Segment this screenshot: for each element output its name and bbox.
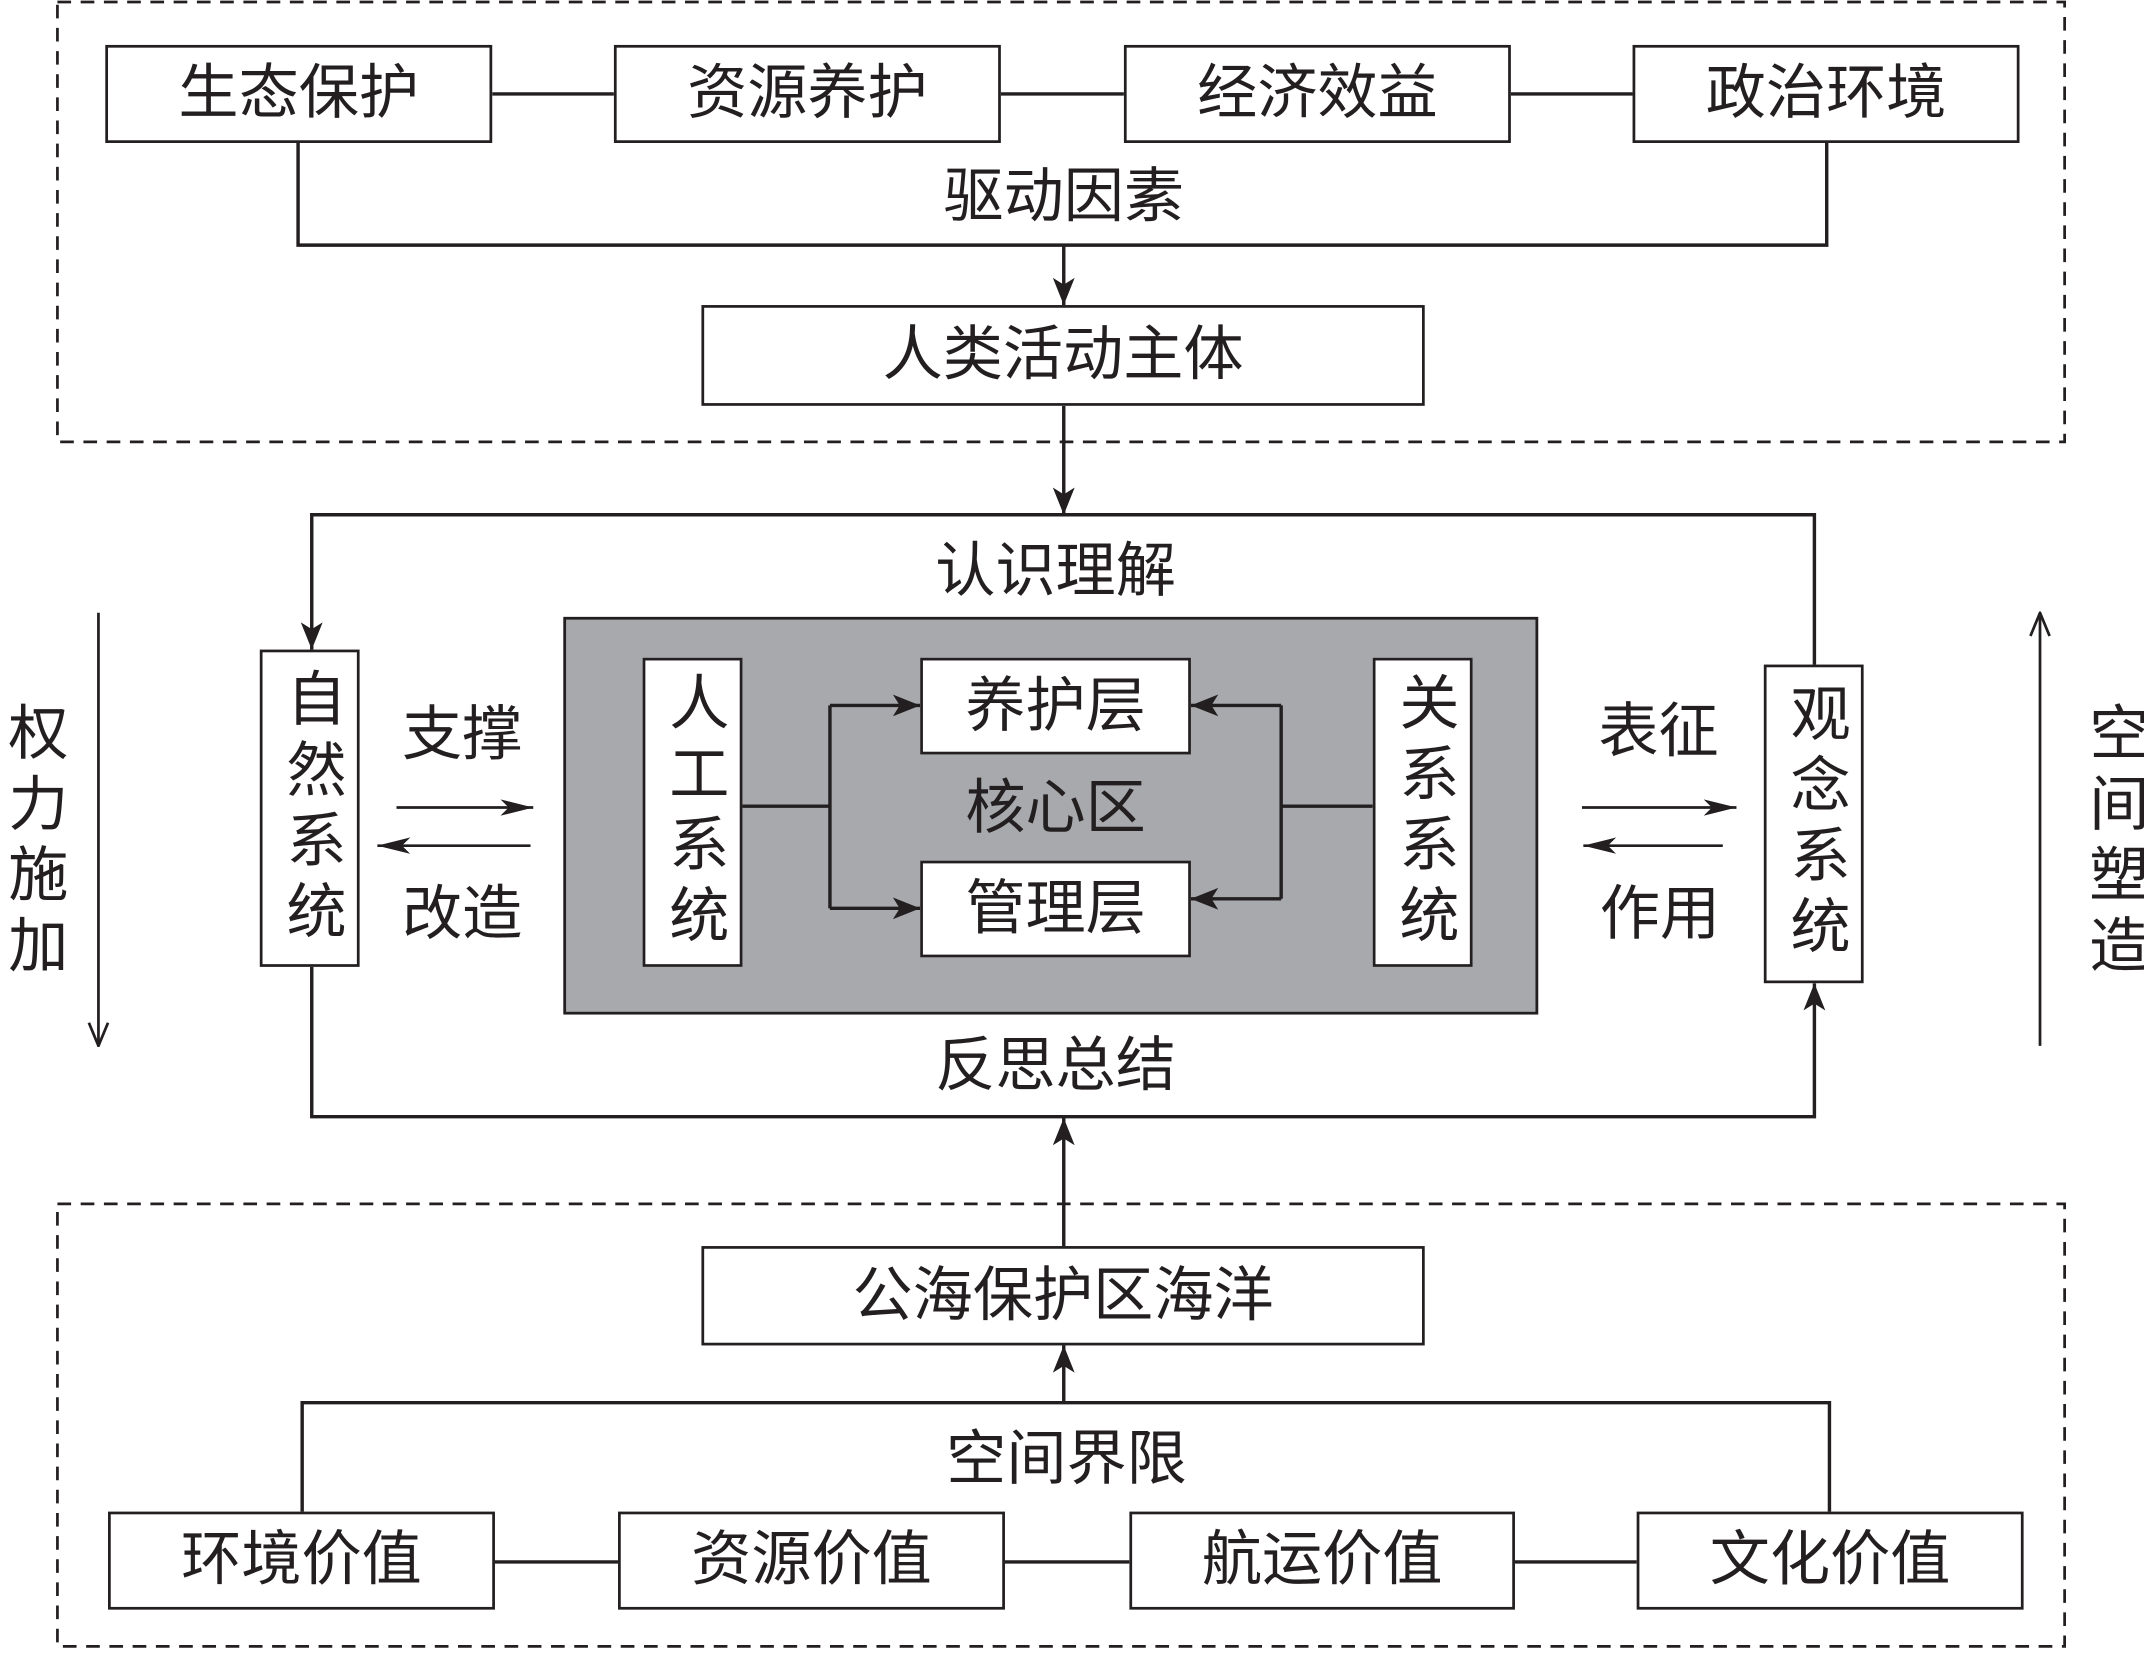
understanding-label: 认识理解 [935,536,1176,607]
value-label: 资源价值 [691,1525,932,1595]
drive-factors-label: 驱动因素 [943,162,1185,232]
factor-box-resource: 资源养护 [613,44,1001,143]
boundary-bracket-line [300,1400,1832,1512]
maintenance-layer-label: 养护层 [965,670,1146,741]
reflection-loop-line [310,966,1826,1119]
maintenance-layer-box: 养护层 [920,657,1191,755]
natural-system-label: 自然系统 [275,666,346,950]
top-dashed-frame [56,0,2066,444]
act-label: 作用 [1599,879,1721,950]
factor-box-ecology: 生态保护 [105,44,493,143]
human-activity-subject-box: 人类活动主体 [701,305,1425,406]
management-layer-box: 管理层 [920,860,1191,958]
value-box-shipping: 航运价值 [1129,1511,1515,1610]
ocean-label: 公海保护区海洋 [852,1260,1274,1330]
value-box-culture: 文化价值 [1636,1511,2024,1610]
value-label: 环境价值 [181,1525,422,1595]
represent-label: 表征 [1598,697,1719,767]
spatial-boundary-label: 空间界限 [946,1424,1187,1494]
artificial-system-label: 人工系统 [658,670,729,954]
bottom-dashed-frame [56,1202,2066,1648]
power-imposition-text: 权力施加 [0,701,67,985]
transform-label: 改造 [401,879,523,950]
artificial-system-box: 人工系统 [642,657,743,967]
subject-label: 人类活动主体 [882,320,1244,390]
space-shaping-label: 空间塑造 [2078,695,2144,992]
concept-system-box: 观念系统 [1763,664,1864,984]
factor-label: 资源养护 [687,58,928,129]
natural-system-box: 自然系统 [259,649,360,967]
relation-system-label: 关系系统 [1388,670,1459,954]
relation-system-box: 关系系统 [1372,657,1473,967]
reflection-label: 反思总结 [935,1030,1176,1101]
space-shaping-text: 空间塑造 [2078,701,2144,985]
management-layer-label: 管理层 [965,873,1146,944]
factor-label: 生态保护 [178,58,420,129]
value-label: 文化价值 [1709,1525,1951,1595]
core-zone-label: 核心区 [965,773,1146,843]
factor-box-economy: 经济效益 [1123,44,1511,143]
value-box-environment: 环境价值 [108,1511,495,1610]
concept-system-label: 观念系统 [1779,682,1850,966]
support-label: 支撑 [401,699,523,770]
understanding-loop-line [300,513,1817,665]
high-seas-mpa-ocean-box: 公海保护区海洋 [701,1246,1425,1346]
factor-label: 政治环境 [1705,58,1947,129]
factor-box-politics: 政治环境 [1632,44,2020,143]
power-imposition-label: 权力施加 [0,695,67,992]
value-label: 航运价值 [1201,1525,1443,1595]
factor-label: 经济效益 [1197,58,1438,129]
value-box-resource: 资源价值 [618,1511,1005,1610]
